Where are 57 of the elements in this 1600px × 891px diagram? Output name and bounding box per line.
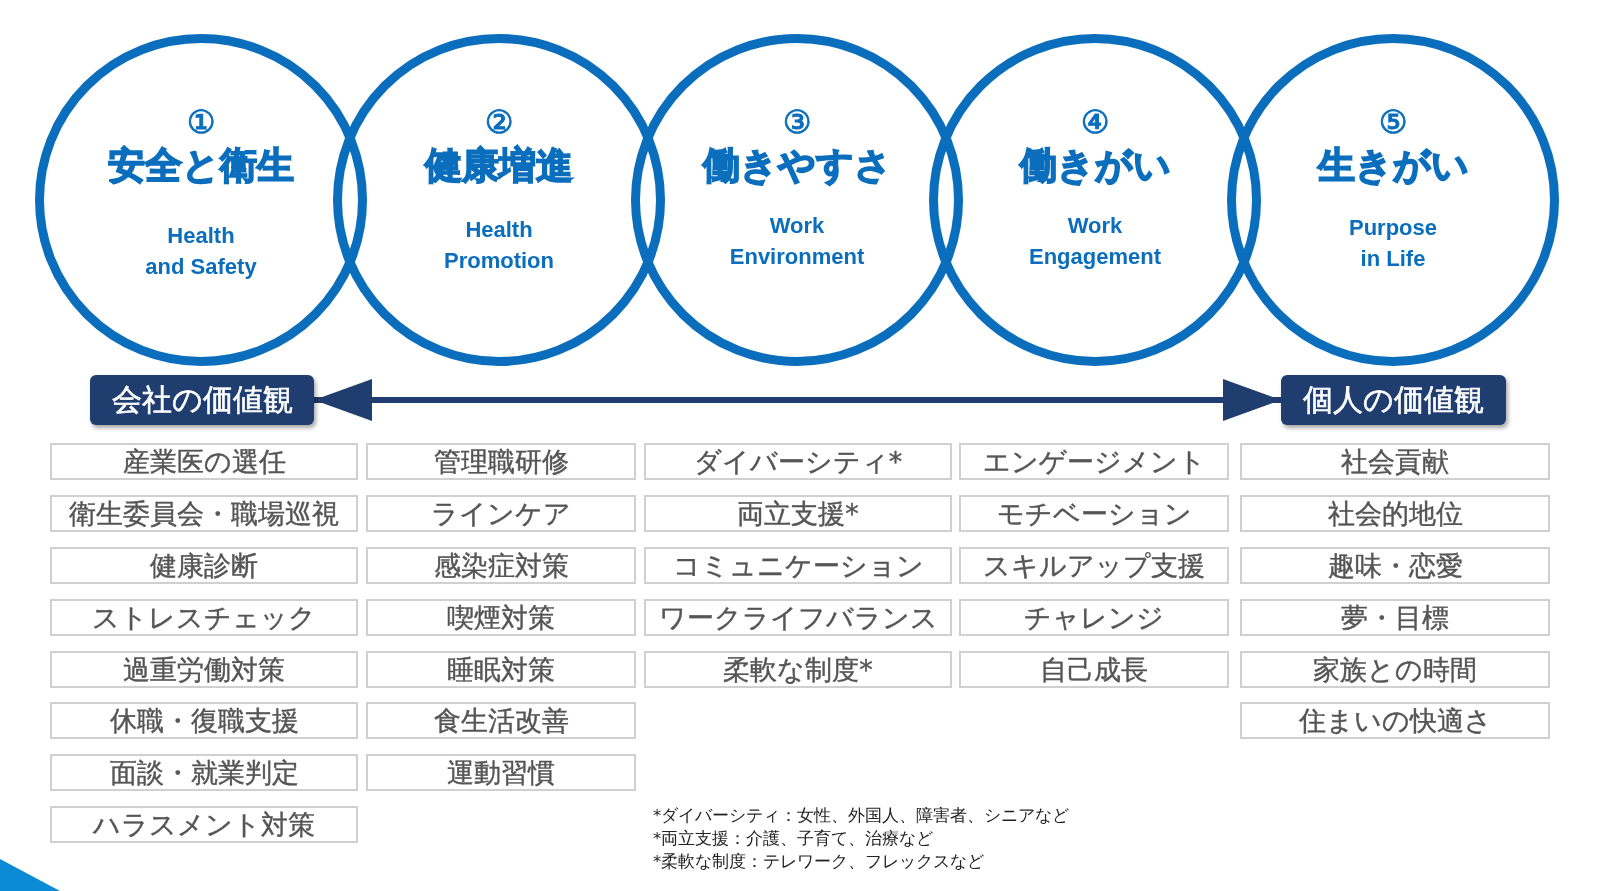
arrow <box>314 379 1281 421</box>
circle-node <box>1227 34 1559 366</box>
item-box: 管理職研修 <box>366 443 636 480</box>
item-box: 家族との時間 <box>1240 651 1550 688</box>
subtitle: Work Engagement <box>1029 212 1161 271</box>
circled-number: ③ <box>782 104 812 140</box>
circle-node <box>333 34 665 366</box>
item-box: モチベーション <box>959 495 1229 532</box>
item-box: スキルアップ支援 <box>959 547 1229 584</box>
item-box: ハラスメント対策 <box>50 806 358 843</box>
item-box: 住まいの快適さ <box>1240 702 1550 739</box>
item-box: 健康診断 <box>50 547 358 584</box>
circle-node <box>929 34 1261 366</box>
label-box: 会社の価値観 <box>90 375 314 425</box>
item-box: ストレスチェック <box>50 599 358 636</box>
circled-number: ④ <box>1080 104 1110 140</box>
subtitle: Work Environment <box>729 212 865 271</box>
item-box: チャレンジ <box>959 599 1229 636</box>
item-box: コミュニケーション <box>644 547 952 584</box>
item-box: 喫煙対策 <box>366 599 636 636</box>
item-box: 柔軟な制度* <box>644 651 952 688</box>
item-box: 社会的地位 <box>1240 495 1550 532</box>
item-box: 食生活改善 <box>366 702 636 739</box>
circled-number: ① <box>186 104 216 140</box>
item-box: 睡眠対策 <box>366 651 636 688</box>
footnote: *ダイバーシティ：女性、外国人、障害者、シニアなど <box>653 805 1070 827</box>
item-box: 衛生委員会・職場巡視 <box>50 495 358 532</box>
heading: 健康増進 <box>425 144 573 188</box>
heading: 生きがい <box>1317 144 1469 188</box>
item-box: ワークライフバランス <box>644 599 952 636</box>
subtitle: Purpose in Life <box>1349 214 1437 273</box>
circled-number: ② <box>484 104 514 140</box>
subtitle: Health and Safety <box>145 222 257 281</box>
item-box: 感染症対策 <box>366 547 636 584</box>
item-box: 趣味・恋愛 <box>1240 547 1550 584</box>
item-box: 運動習慣 <box>366 754 636 791</box>
circle-node <box>631 34 963 366</box>
item-box: ラインケア <box>366 495 636 532</box>
footnote: *柔軟な制度：テレワーク、フレックスなど <box>653 851 986 873</box>
item-box: 過重労働対策 <box>50 651 358 688</box>
heading: 安全と衛生 <box>108 144 294 188</box>
footnote: *両立支援：介護、子育て、治療など <box>653 828 935 850</box>
label-box: 個人の価値観 <box>1281 375 1506 425</box>
heading: 働きがい <box>1019 144 1171 188</box>
item-box: エンゲージメント <box>959 443 1229 480</box>
item-box: 産業医の選任 <box>50 443 358 480</box>
item-box: 両立支援* <box>644 495 952 532</box>
heading: 働きやすさ <box>702 144 892 188</box>
circled-number: ⑤ <box>1378 104 1408 140</box>
item-box: ダイバーシティ* <box>644 443 952 480</box>
item-box: 面談・就業判定 <box>50 754 358 791</box>
item-box: 夢・目標 <box>1240 599 1550 636</box>
item-box: 自己成長 <box>959 651 1229 688</box>
item-box: 休職・復職支援 <box>50 702 358 739</box>
subtitle: Health Promotion <box>444 216 554 275</box>
item-box: 社会貢献 <box>1240 443 1550 480</box>
circle-node <box>35 34 367 366</box>
